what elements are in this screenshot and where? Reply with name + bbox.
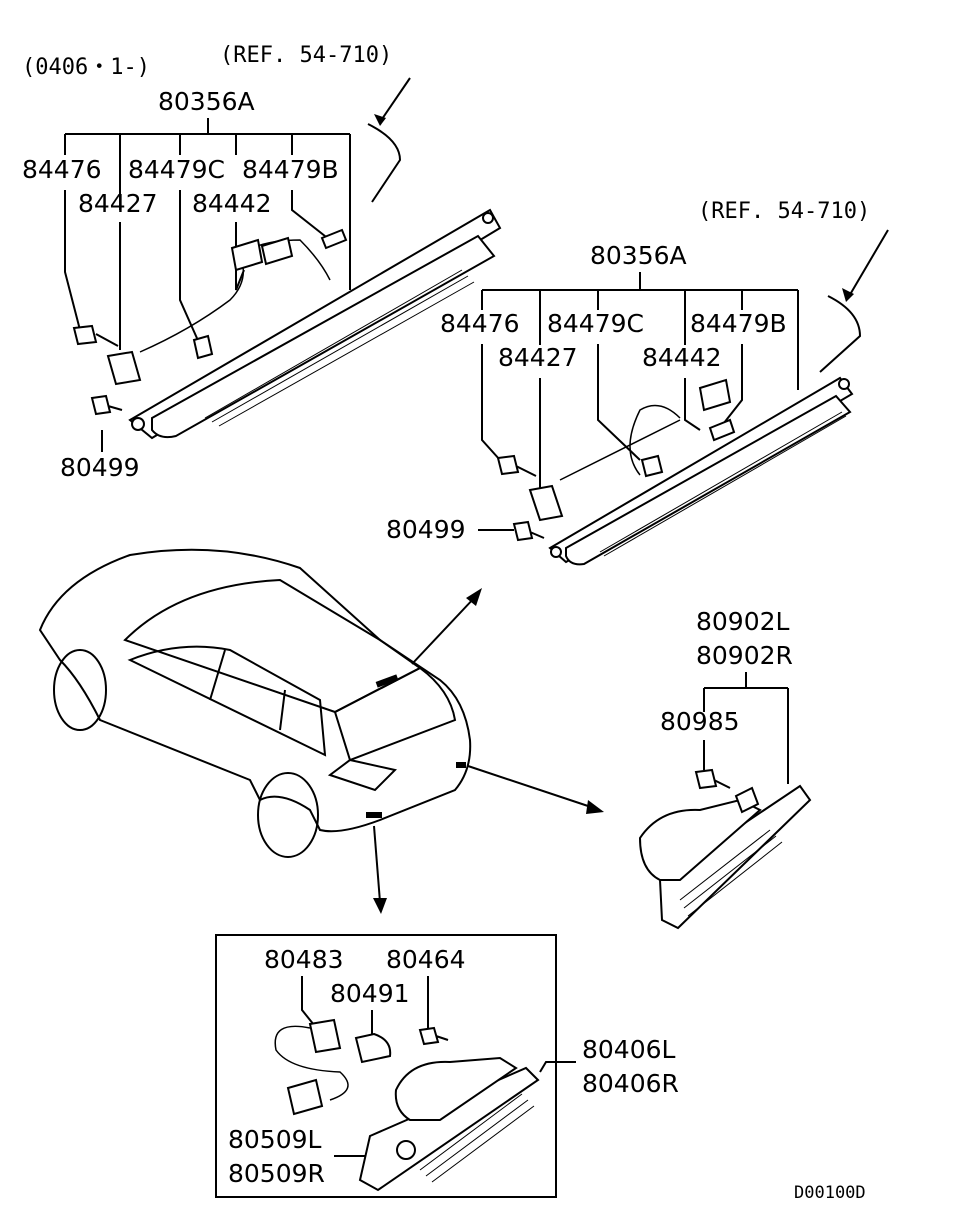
label-80406l: 80406L xyxy=(582,1035,676,1064)
ref-arrowhead-left xyxy=(374,114,386,126)
rear-lamp-assembly: 80902L 80902R 80985 xyxy=(638,607,812,930)
high-mount-location xyxy=(375,674,399,688)
ref-cable-left xyxy=(367,123,402,203)
bracket-84427-right xyxy=(528,484,564,522)
rear-lamp-lens-lines xyxy=(679,829,783,917)
wire-harness-right xyxy=(559,404,681,481)
arrow-to-bumper-lamp xyxy=(373,825,381,903)
label-84442-right: 84442 xyxy=(642,343,722,372)
screw-80985 xyxy=(694,768,731,790)
bracket-right xyxy=(481,272,799,390)
bumper-lamp-lens-lines xyxy=(419,1093,535,1183)
label-84479b-left: 84479B xyxy=(242,155,339,184)
mount-hole-right-b xyxy=(838,378,850,390)
leaders-left xyxy=(64,155,331,452)
label-84442-left: 84442 xyxy=(192,189,272,218)
leaders-bumper-lamp xyxy=(301,976,576,1157)
window-pillars xyxy=(209,649,286,731)
label-80499-right: 80499 xyxy=(386,515,466,544)
bracket-84427-left xyxy=(106,350,142,386)
arrow-to-high-mount xyxy=(411,595,477,665)
ref-label-right: (REF. 54-710) xyxy=(698,199,870,224)
arrowhead-bumper-lamp xyxy=(373,898,387,914)
connector-80483 xyxy=(286,1078,324,1116)
diagram-code: D00100D xyxy=(794,1183,866,1203)
nut-80499-left xyxy=(90,394,123,416)
ref-cable-right xyxy=(819,295,862,373)
lamp-body-right xyxy=(565,394,852,566)
vehicle-outline xyxy=(38,548,604,914)
clip-84479b-left xyxy=(320,228,348,250)
clip-84479b-right xyxy=(708,418,736,442)
bumper-lamp-location xyxy=(366,812,382,818)
socket-80483 xyxy=(308,1018,342,1054)
assembly-label-right: 80356A xyxy=(590,241,687,270)
car-roof xyxy=(123,578,422,714)
reflector-80509 xyxy=(396,1140,416,1160)
label-80509r: 80509R xyxy=(228,1159,325,1188)
screw-84476-right xyxy=(496,454,537,477)
label-80406r: 80406R xyxy=(582,1069,679,1098)
label-80464: 80464 xyxy=(386,945,466,974)
lamp-lens-left xyxy=(204,269,475,427)
label-84479b-right: 84479B xyxy=(690,309,787,338)
label-84476-left: 84476 xyxy=(22,155,102,184)
mount-hole-left-a xyxy=(131,417,145,431)
connector-left xyxy=(260,236,294,266)
clip-84479c-left xyxy=(192,334,214,360)
ref-arrowhead-right xyxy=(842,288,854,302)
label-80902l: 80902L xyxy=(696,607,790,636)
label-80985: 80985 xyxy=(660,707,740,736)
arrowhead-rear-lamp xyxy=(586,800,604,814)
leaders-right xyxy=(478,344,743,531)
label-80491: 80491 xyxy=(330,979,410,1008)
label-80483: 80483 xyxy=(264,945,344,974)
label-80509l: 80509L xyxy=(228,1125,322,1154)
mount-hole-left-b xyxy=(482,212,494,224)
clip-84479c-right xyxy=(640,454,664,478)
lamp-lens-right xyxy=(599,411,847,557)
ref-arrow-right xyxy=(847,229,889,299)
label-84479c-right: 84479C xyxy=(547,309,644,338)
arrowhead-high-mount xyxy=(466,588,482,606)
screw-80464 xyxy=(418,1026,449,1046)
bumper-lamp-housing xyxy=(394,1056,518,1121)
date-note: (0406・1-) xyxy=(22,55,150,80)
bulb-80491 xyxy=(354,1032,392,1064)
label-80902r: 80902R xyxy=(696,641,793,670)
lamp-body-left xyxy=(151,234,496,439)
label-84479c-left: 84479C xyxy=(128,155,225,184)
assembly-label-left: 80356A xyxy=(158,87,255,116)
tail-light-outline xyxy=(327,758,397,792)
connector-right xyxy=(698,378,732,412)
rear-lamp-location xyxy=(456,762,466,768)
bumper-lamp-frame xyxy=(215,934,557,1198)
rear-wheel xyxy=(257,772,319,858)
label-80499-left: 80499 xyxy=(60,453,140,482)
arrow-to-rear-lamp xyxy=(467,765,595,809)
bumper-lamp-box: 80483 80464 80491 80406L 80406R 80509L 8… xyxy=(215,934,679,1198)
ref-arrow-left xyxy=(379,77,411,123)
socket-wire-80483 xyxy=(274,1025,349,1101)
screw-84476-left xyxy=(72,324,119,347)
label-84427-left: 84427 xyxy=(78,189,158,218)
bracket-left xyxy=(64,118,351,290)
nut-80499-right xyxy=(512,520,545,542)
bracket-rear-lamp xyxy=(703,672,789,784)
rear-lamp-socket xyxy=(734,786,760,814)
label-84476-right: 84476 xyxy=(440,309,520,338)
car-body xyxy=(38,548,472,833)
label-84427-right: 84427 xyxy=(498,343,578,372)
side-windows xyxy=(127,645,327,757)
top-right-assembly: (REF. 54-710) 80356A 84476 84479C 84479B… xyxy=(386,199,889,566)
top-left-assembly: (0406・1-) (REF. 54-710) 80356A 84476 844… xyxy=(22,43,502,482)
ref-label-left: (REF. 54-710) xyxy=(220,43,392,68)
bulb-socket-left xyxy=(230,238,264,272)
front-wheel xyxy=(53,649,107,731)
rear-window xyxy=(333,666,457,762)
mount-hole-right-a xyxy=(550,546,562,558)
